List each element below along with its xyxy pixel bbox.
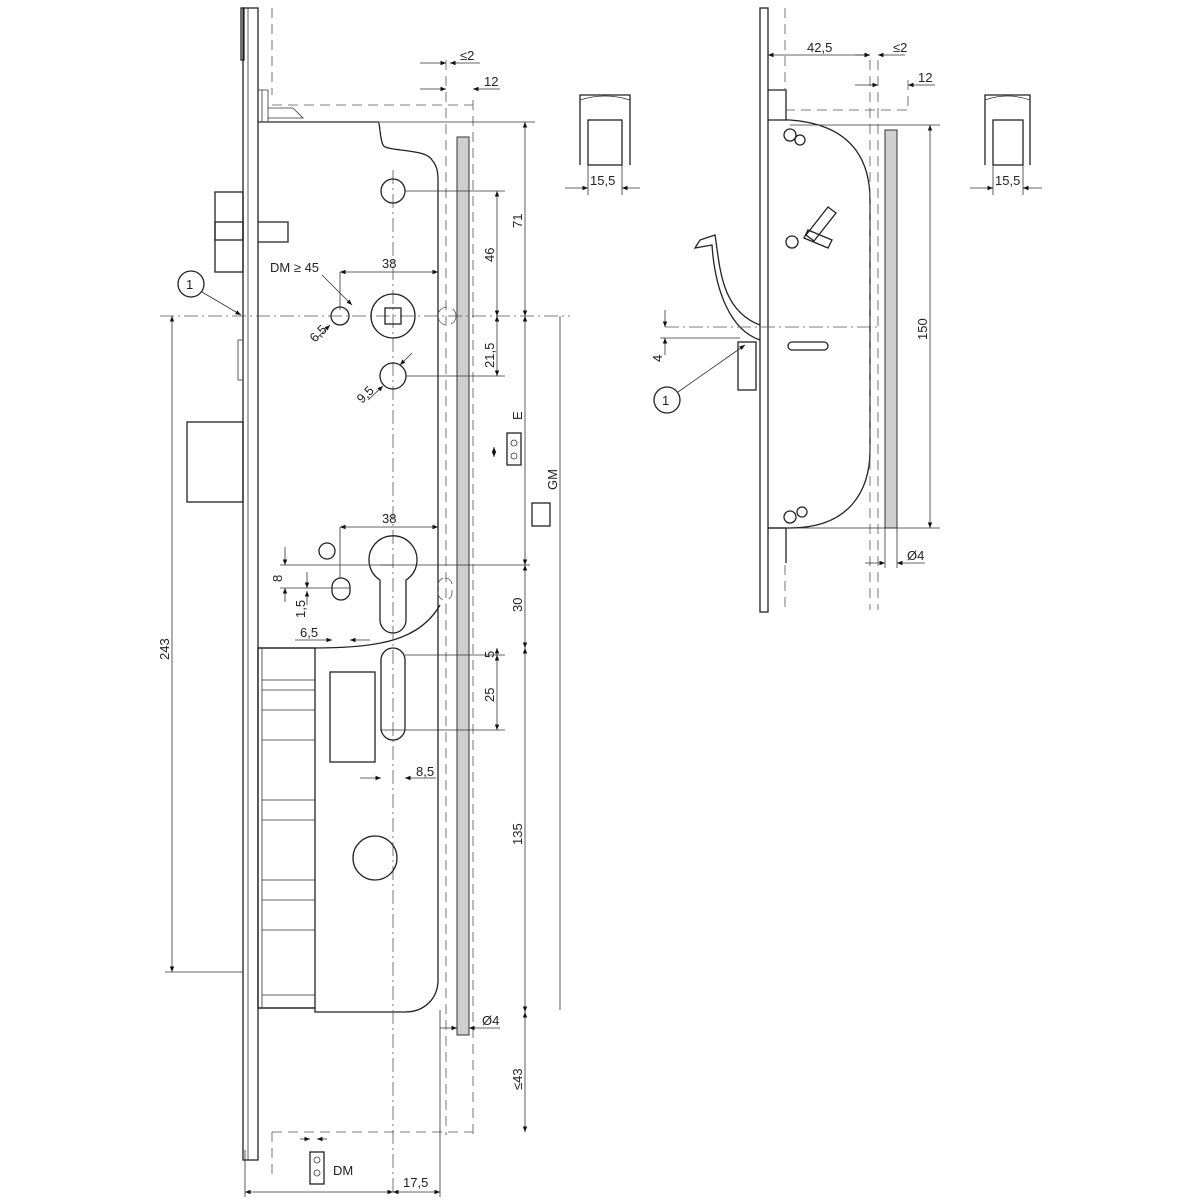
- svg-text:243: 243: [157, 638, 172, 660]
- svg-text:21,5: 21,5: [482, 343, 497, 368]
- svg-text:GM: GM: [545, 469, 560, 490]
- svg-text:6,5: 6,5: [300, 625, 318, 640]
- svg-text:1: 1: [662, 393, 669, 408]
- svg-text:17,5: 17,5: [403, 1175, 428, 1190]
- svg-text:1: 1: [186, 277, 193, 292]
- spindle-follower: [370, 293, 416, 339]
- svg-text:DM: DM: [333, 1163, 353, 1178]
- svg-text:Ø4: Ø4: [907, 548, 924, 563]
- svg-text:12: 12: [484, 74, 498, 89]
- connecting-rod-right: [884, 129, 898, 529]
- lock-symbol-dm: [309, 1151, 325, 1185]
- svg-text:≤43: ≤43: [510, 1068, 525, 1090]
- faceplate: [242, 7, 259, 1161]
- lock-symbol-e: [506, 432, 522, 466]
- svg-text:Ø4: Ø4: [482, 1013, 499, 1028]
- sash-section-2: 15,5: [970, 94, 1042, 195]
- svg-text:6,5: 6,5: [307, 322, 330, 345]
- sash-section-1: 15,5: [565, 94, 640, 195]
- svg-text:25: 25: [482, 688, 497, 702]
- svg-text:46: 46: [482, 248, 497, 262]
- cylinder-cutout: [368, 535, 418, 634]
- svg-text:150: 150: [915, 318, 930, 340]
- gm-symbol: [531, 502, 551, 527]
- left-dimensions: [165, 60, 561, 1197]
- svg-text:15,5: 15,5: [590, 173, 615, 188]
- right-dimensions: [653, 52, 940, 568]
- svg-text:DM ≥ 45: DM ≥ 45: [270, 260, 319, 275]
- swing-hook: [693, 234, 761, 341]
- left-dimension-labels: ≤2 12 71 46 38 DM ≥ 45 6,5 21,5 9,5 1 E …: [157, 48, 560, 1190]
- svg-text:38: 38: [382, 256, 396, 271]
- svg-text:12: 12: [918, 70, 932, 85]
- callout-circle-right: [653, 386, 681, 414]
- svg-text:30: 30: [510, 598, 525, 612]
- hook-case: [768, 119, 871, 529]
- svg-text:135: 135: [510, 823, 525, 845]
- svg-text:8: 8: [270, 575, 285, 582]
- svg-text:9,5: 9,5: [354, 383, 377, 406]
- faceplate-right: [759, 7, 769, 613]
- svg-text:5: 5: [482, 651, 497, 658]
- main-lock-side-view: [160, 7, 570, 1195]
- lock-case: [258, 121, 439, 1013]
- svg-text:E: E: [510, 411, 525, 420]
- right-dimension-labels: 42,5 ≤2 12 150 4 1 Ø4: [650, 40, 932, 563]
- svg-text:≤2: ≤2: [460, 48, 474, 63]
- svg-text:8,5: 8,5: [416, 764, 434, 779]
- callout-circle: [177, 270, 205, 298]
- svg-text:42,5: 42,5: [807, 40, 832, 55]
- svg-text:71: 71: [510, 214, 525, 228]
- hook-lock-view: [665, 7, 909, 613]
- svg-text:1,5: 1,5: [293, 600, 308, 618]
- svg-text:4: 4: [650, 355, 665, 362]
- svg-text:15,5: 15,5: [995, 173, 1020, 188]
- svg-text:≤2: ≤2: [893, 40, 907, 55]
- connecting-rod: [456, 136, 470, 1036]
- svg-text:38: 38: [382, 511, 396, 526]
